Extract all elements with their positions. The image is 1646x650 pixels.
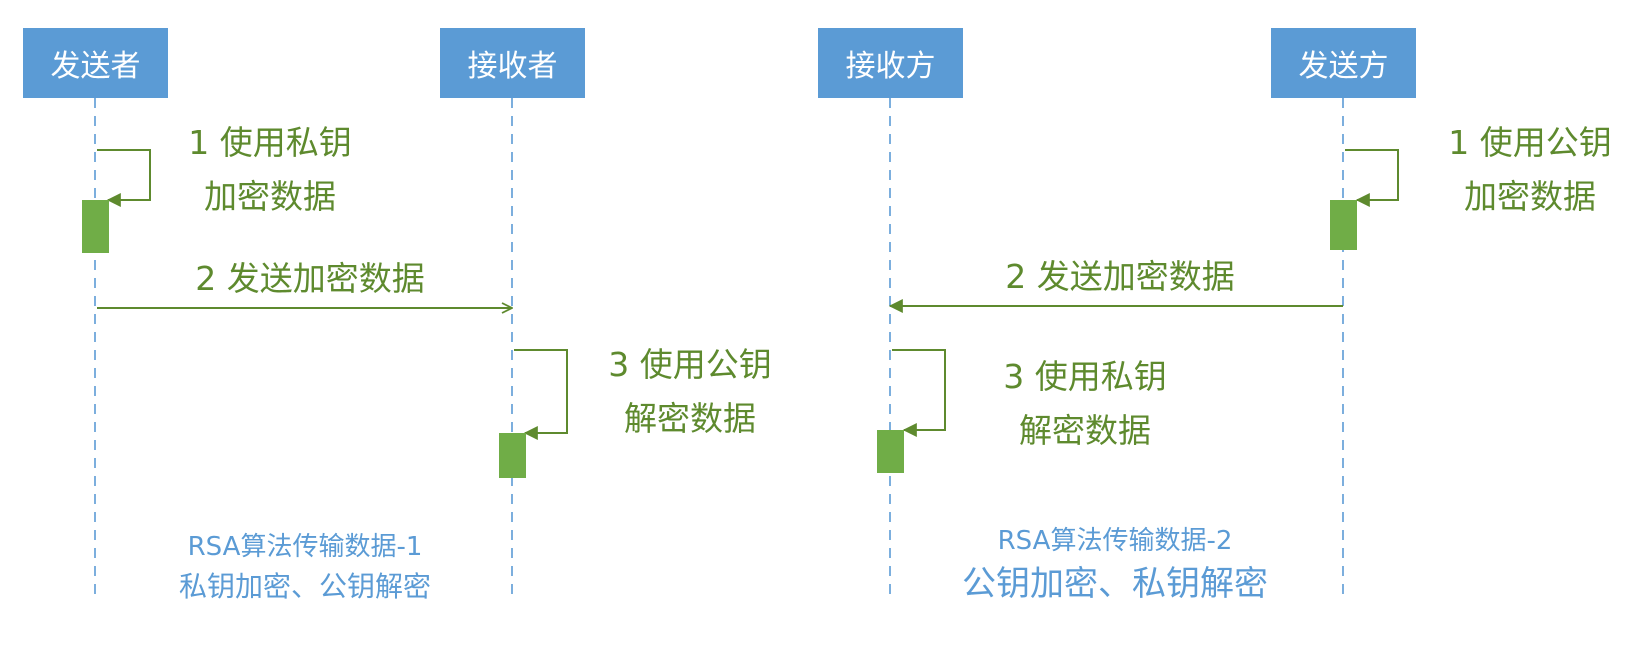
left-activation-1 xyxy=(82,200,109,253)
actor-left-receiver: 接收者 xyxy=(440,28,585,98)
right-activation-1 xyxy=(1330,200,1357,250)
right-step-2-label: 2 发送加密数据 xyxy=(1005,257,1235,296)
right-self-message-3 xyxy=(892,349,946,437)
right-activation-3 xyxy=(877,430,904,473)
left-step-3-line2: 解密数据 xyxy=(624,399,756,438)
left-caption-line2: 私钥加密、公钥解密 xyxy=(178,570,431,603)
right-caption-line1: RSA算法传输数据-2 xyxy=(997,526,1233,556)
left-self-message-1 xyxy=(97,149,151,207)
left-caption: RSA算法传输数据-1 私钥加密、公钥解密 xyxy=(120,528,490,608)
left-self-message-3 xyxy=(514,349,568,440)
right-step-1-label: 1 使用公钥 加密数据 xyxy=(1420,116,1640,224)
left-caption-line1: RSA算法传输数据-1 xyxy=(187,532,423,562)
left-activation-3 xyxy=(499,433,526,478)
actor-left-sender: 发送者 xyxy=(23,28,168,98)
left-step-1-line2: 加密数据 xyxy=(204,177,336,216)
left-step-3-label: 3 使用公钥 解密数据 xyxy=(580,338,800,446)
right-step-1-line2: 加密数据 xyxy=(1464,177,1596,216)
left-step-1-line1: 1 使用私钥 xyxy=(188,123,352,162)
right-self-message-1 xyxy=(1345,149,1399,207)
actor-right-sender: 发送方 xyxy=(1271,28,1416,98)
right-step-1-line1: 1 使用公钥 xyxy=(1448,123,1612,162)
right-step-3-line1: 3 使用私钥 xyxy=(1003,357,1167,396)
right-step-3-line2: 解密数据 xyxy=(1019,411,1151,450)
right-caption: RSA算法传输数据-2 公钥加密、私钥解密 xyxy=(915,522,1315,608)
right-caption-line2: 公钥加密、私钥解密 xyxy=(962,564,1268,604)
actor-right-receiver: 接收方 xyxy=(818,28,963,98)
left-step-3-line1: 3 使用公钥 xyxy=(608,345,772,384)
right-step-3-label: 3 使用私钥 解密数据 xyxy=(975,350,1195,458)
left-step-2-label: 2 发送加密数据 xyxy=(195,259,425,298)
left-step-1-label: 1 使用私钥 加密数据 xyxy=(160,116,380,224)
